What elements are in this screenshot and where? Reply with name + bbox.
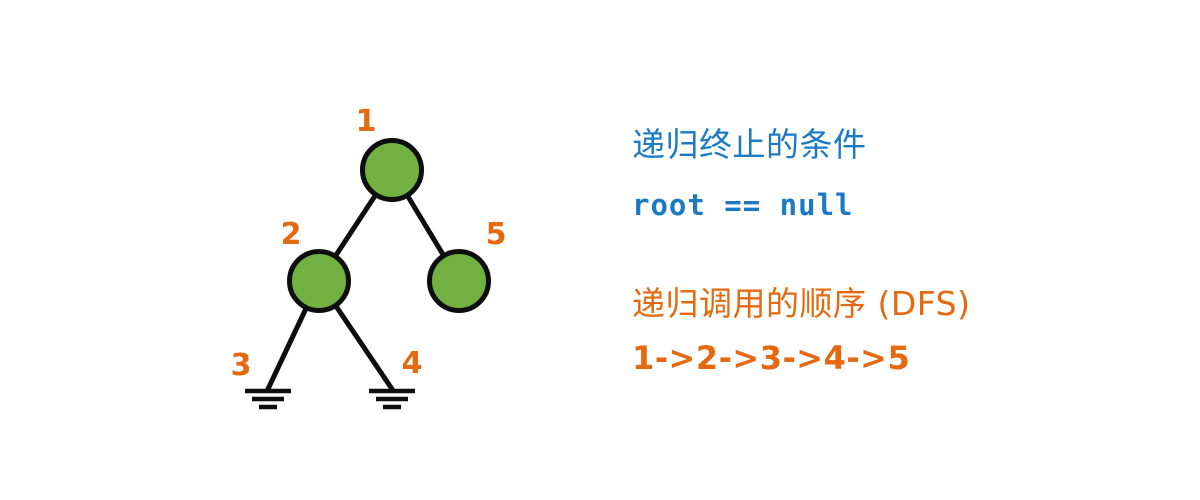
null-ground-left-icon <box>245 388 291 410</box>
recursion-order-sequence: 1->2->3->4->5 <box>632 339 911 377</box>
termination-condition-title: 递归终止的条件 <box>632 125 867 164</box>
node-label-root: 1 <box>356 104 377 139</box>
recursion-order-title: 递归调用的顺序 (DFS) <box>632 284 971 323</box>
node-label-left-child: 2 <box>281 217 302 252</box>
tree-node-left-child <box>287 249 351 313</box>
node-label-right-null: 4 <box>402 346 423 381</box>
termination-condition-code: root == null <box>632 188 854 222</box>
null-ground-right-icon <box>369 388 415 410</box>
node-label-right-child: 5 <box>486 217 507 252</box>
tree-node-right-child <box>427 249 491 313</box>
binary-tree-diagram: 1 2 5 3 4 <box>228 102 509 410</box>
node-label-left-null: 3 <box>231 348 252 383</box>
tree-node-root <box>360 138 424 202</box>
